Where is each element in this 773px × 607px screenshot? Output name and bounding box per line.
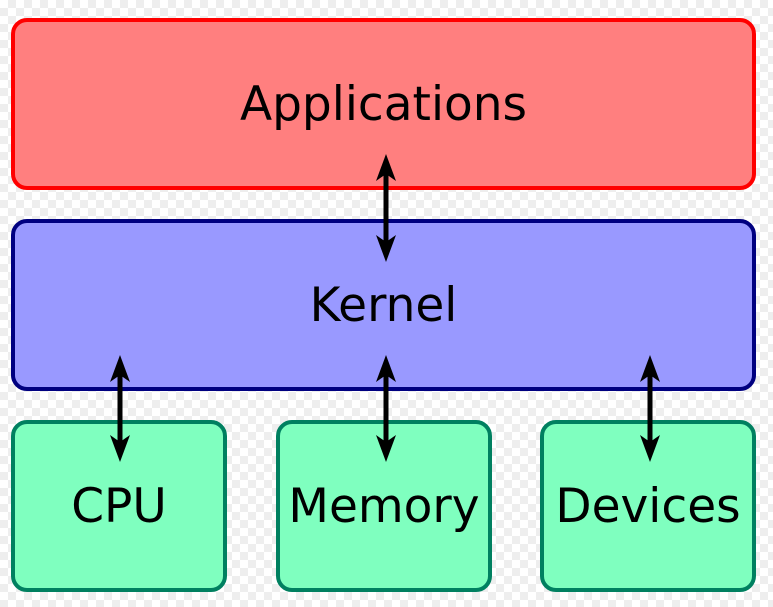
applications-label: Applications — [239, 76, 528, 132]
memory-box: Memory — [276, 420, 492, 592]
cpu-box: CPU — [11, 420, 227, 592]
cpu-label: CPU — [71, 478, 167, 534]
devices-box: Devices — [540, 420, 756, 592]
applications-layer: Applications — [11, 18, 756, 190]
devices-label: Devices — [555, 478, 741, 534]
kernel-label: Kernel — [309, 277, 458, 333]
memory-label: Memory — [288, 478, 480, 534]
kernel-layer: Kernel — [11, 219, 756, 391]
